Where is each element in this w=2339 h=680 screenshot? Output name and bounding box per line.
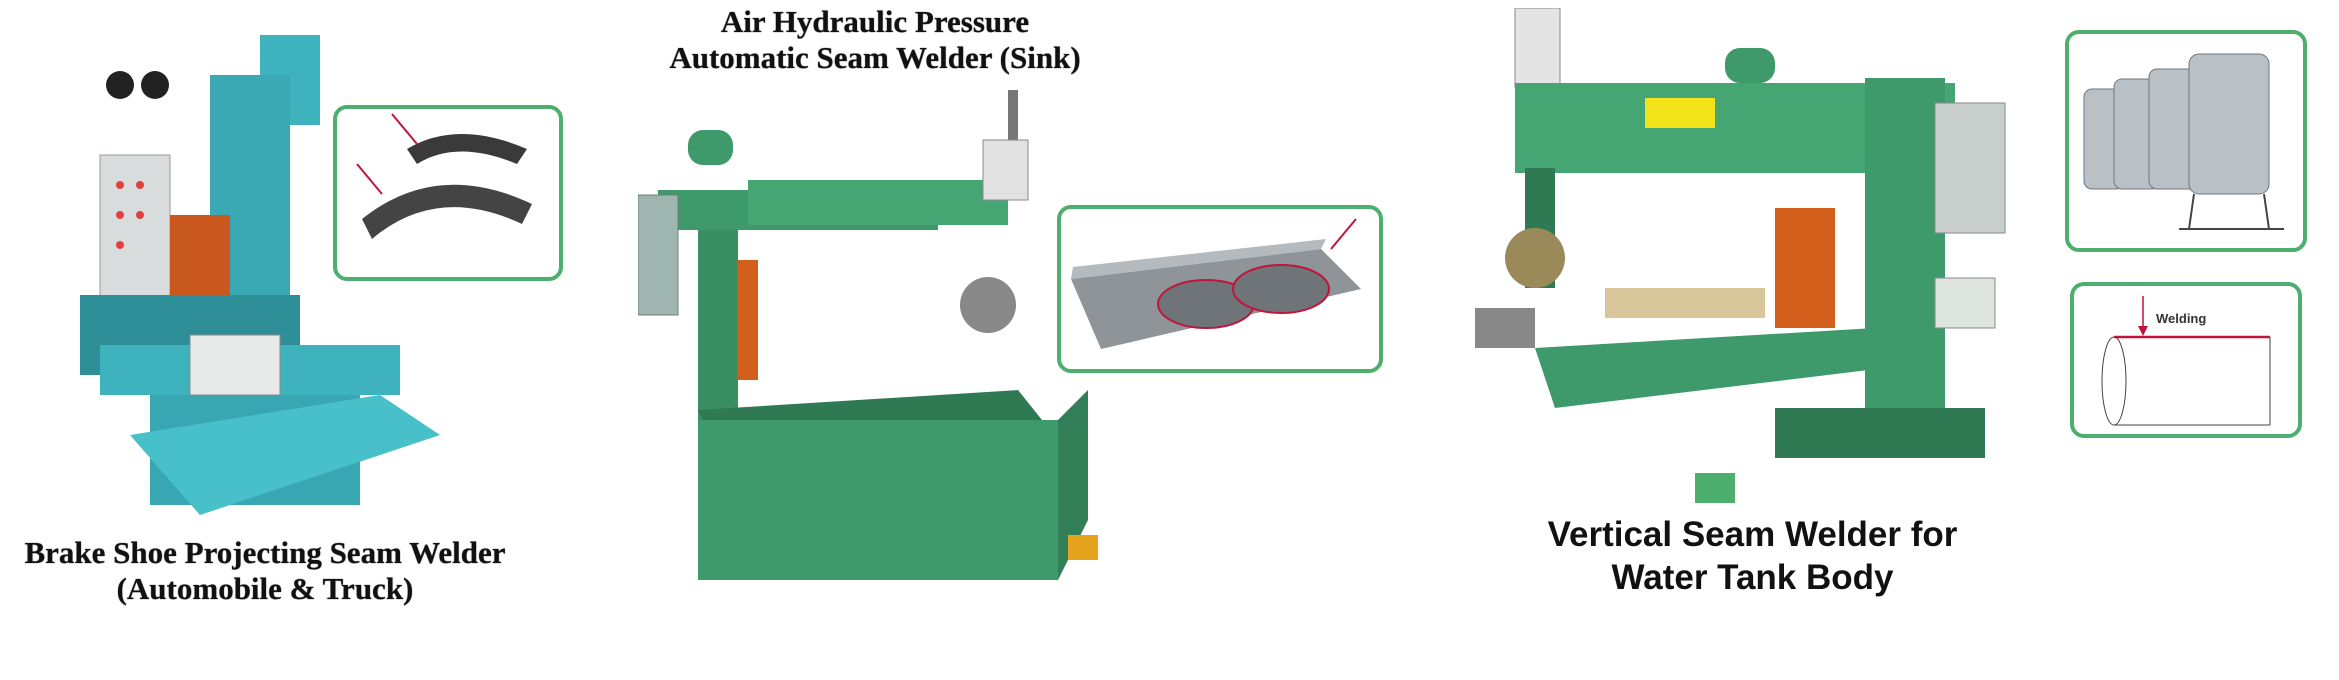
- welding-label: Welding: [2156, 311, 2207, 326]
- water-tank-caption: Vertical Seam Welder for Water Tank Body: [1480, 513, 2025, 599]
- brake-shoe-caption: Brake Shoe Projecting Seam Welder (Autom…: [0, 535, 530, 607]
- weld-diagram-inset: Welding: [2070, 282, 2302, 438]
- water-tank-welder-image: [1455, 8, 2035, 513]
- sink-welder-image: [638, 90, 1098, 595]
- sink-inset: [1057, 205, 1383, 373]
- caption-line: Brake Shoe Projecting Seam Welder: [24, 535, 506, 570]
- brake-shoe-inset: [333, 105, 563, 281]
- title-line: Automatic Seam Welder (Sink): [669, 40, 1081, 75]
- caption-line: Vertical Seam Welder for: [1547, 515, 1958, 554]
- caption-line: Water Tank Body: [1611, 558, 1894, 597]
- caption-line: (Automobile & Truck): [116, 571, 414, 606]
- sink-welder-title: Air Hydraulic Pressure Automatic Seam We…: [640, 4, 1110, 76]
- brake-shoe-welder-image: [60, 15, 480, 535]
- title-line: Air Hydraulic Pressure: [720, 4, 1030, 39]
- water-tank-inset: [2065, 30, 2307, 252]
